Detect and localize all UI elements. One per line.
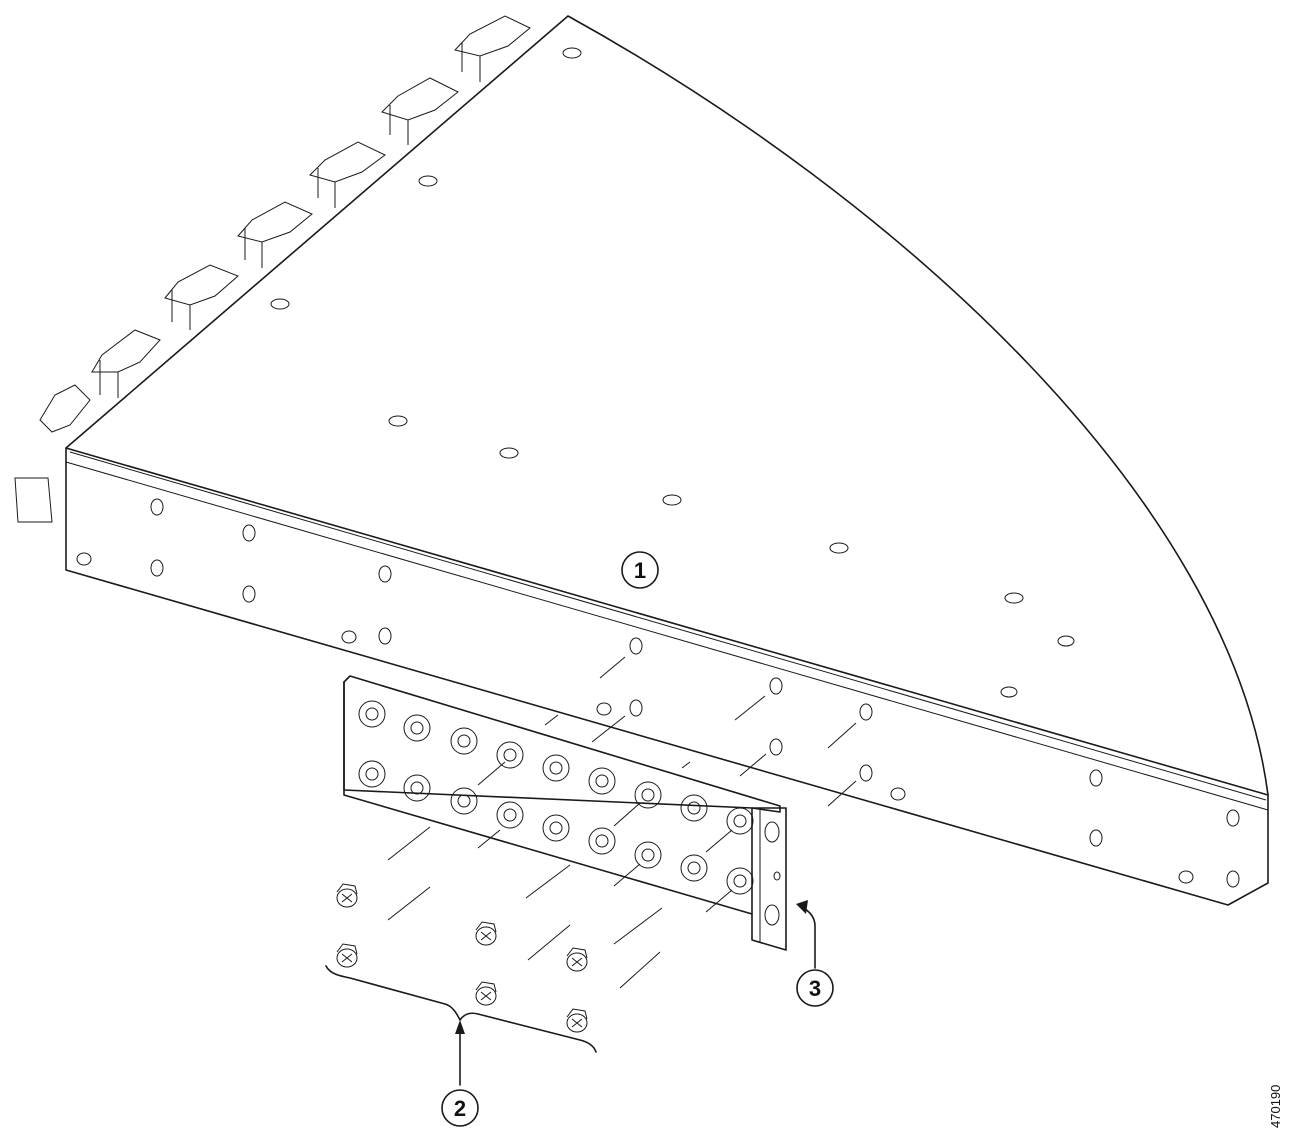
chassis-side-holes <box>76 498 1240 888</box>
arrow-head-2 <box>455 1020 465 1034</box>
callout-arrows <box>455 900 816 1086</box>
chassis-top-surface <box>65 15 1269 801</box>
screw <box>566 1008 588 1033</box>
callout-3: 3 <box>796 969 834 1007</box>
screw <box>566 947 588 972</box>
bracket-holes <box>358 700 754 895</box>
figure-id: 470190 <box>1268 1084 1283 1128</box>
alignment-lines <box>387 656 857 989</box>
callout-2: 2 <box>441 1089 479 1127</box>
arrow-head-3 <box>796 900 808 914</box>
screw <box>336 943 358 968</box>
rear-port-modules <box>14 15 531 523</box>
screw-group-brace <box>325 965 597 1053</box>
callout-1-label: 1 <box>634 558 646 583</box>
screw <box>475 981 497 1006</box>
bracket-screws <box>336 883 588 1033</box>
screw <box>336 883 358 908</box>
screw <box>475 921 497 946</box>
callout-2-label: 2 <box>454 1096 466 1121</box>
mounting-bracket <box>343 675 787 951</box>
chassis-side-face <box>65 447 1269 906</box>
chassis-top-screws <box>270 47 1075 698</box>
callout-1: 1 <box>621 551 659 589</box>
callout-3-label: 3 <box>809 976 821 1001</box>
